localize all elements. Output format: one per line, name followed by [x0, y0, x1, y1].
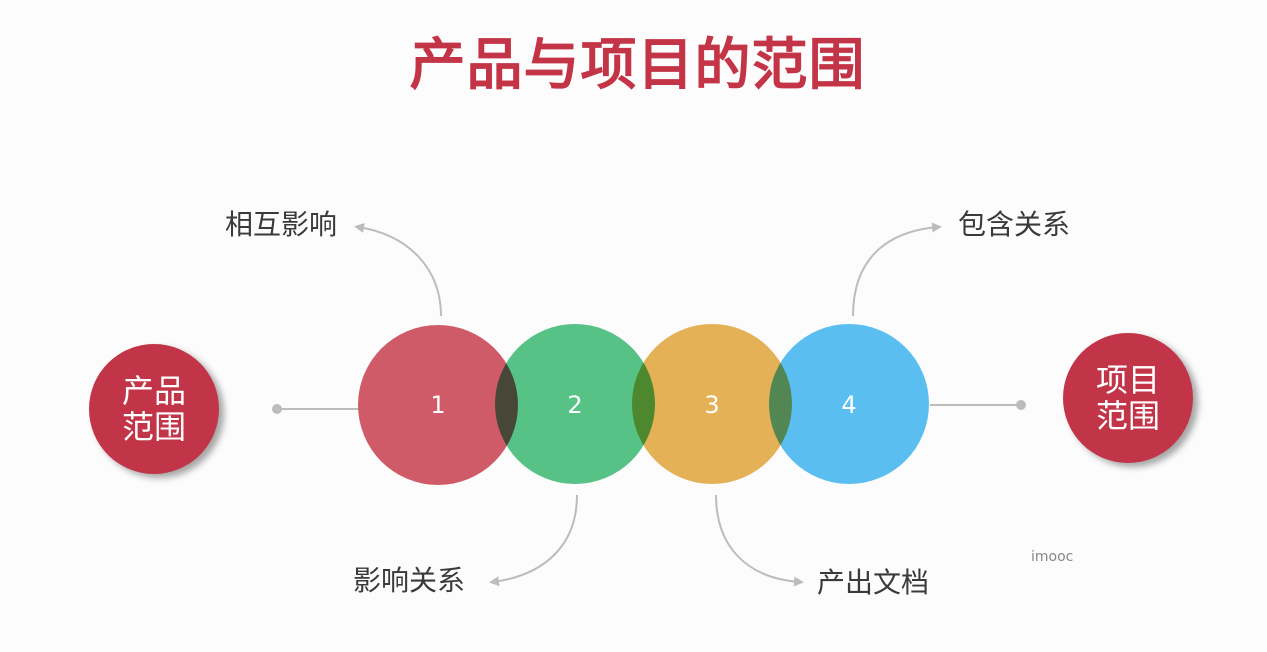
project-scope-node: 项目 范围: [1063, 333, 1193, 463]
circle-2-number: 2: [567, 391, 583, 419]
product-scope-line1: 产品: [121, 372, 186, 410]
circle-1-number: 1: [430, 391, 446, 419]
arrow-down-left: [489, 494, 578, 587]
label-output-docs: 产出文档: [817, 566, 930, 599]
circle-3-number: 3: [704, 391, 720, 419]
circle-4-number: 4: [841, 391, 857, 419]
circle-1: [358, 325, 518, 485]
product-scope-node: 产品 范围: [89, 344, 219, 474]
page-title: 产品与项目的范围: [409, 33, 866, 98]
left-connector-dot: [272, 404, 282, 414]
project-scope-line1: 项目: [1095, 361, 1160, 399]
circle-4: [769, 324, 929, 484]
circle-2: [495, 324, 655, 484]
product-scope-line2: 范围: [121, 408, 186, 446]
circle-3: [632, 324, 792, 484]
label-containment-relation: 包含关系: [958, 208, 1071, 241]
label-influence-relation: 影响关系: [353, 564, 466, 597]
watermark: imooc: [1031, 549, 1074, 565]
arrow-up-right: [852, 222, 942, 317]
arrow-up-left: [354, 222, 442, 317]
label-mutual-influence: 相互影响: [225, 208, 338, 241]
project-scope-line2: 范围: [1095, 397, 1160, 435]
right-connector-dot: [1016, 400, 1026, 410]
arrow-down-right: [715, 494, 804, 587]
